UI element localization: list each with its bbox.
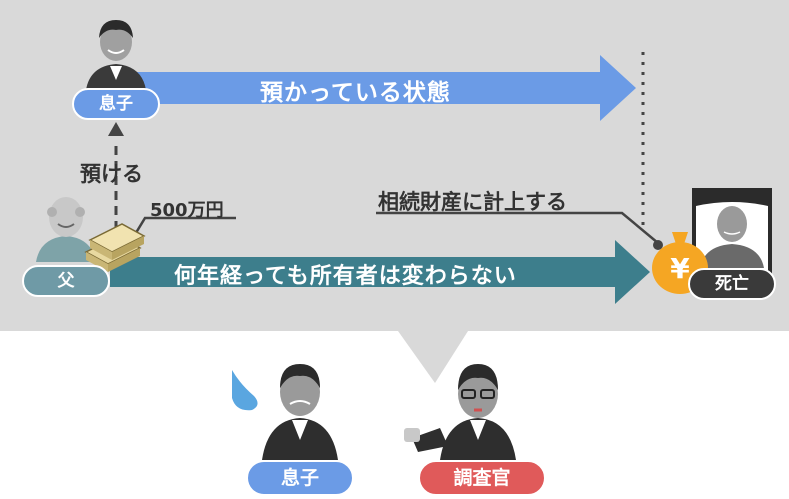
son-bottom-pill: 息子: [246, 460, 354, 496]
deceased-pill: 死亡: [688, 268, 776, 300]
father-pill: 父: [22, 265, 110, 297]
sweat-drop-icon: [232, 370, 258, 411]
deposit-label: 預ける: [80, 162, 143, 186]
amount-label: 500万円: [150, 200, 224, 221]
inherit-callout-dot: [653, 240, 663, 250]
deceased-portrait-icon: [692, 188, 772, 274]
son-bottom-worried-icon: [262, 364, 338, 460]
deposit-arrowhead: [108, 122, 124, 136]
bottom-arrow: [110, 240, 650, 304]
investigator-pill: 調査官: [418, 460, 546, 496]
inherit-note-label: 相続財産に計上する: [378, 190, 567, 214]
money-bag-symbol: ¥: [670, 252, 690, 285]
speech-bubble-tail: [398, 331, 468, 383]
top-arrow-label: 預かっている状態: [260, 80, 451, 106]
son-top-icon: [86, 20, 146, 90]
father-icon: [36, 197, 96, 262]
top-arrow: [118, 55, 636, 121]
inherit-callout-line: [376, 211, 659, 244]
bottom-arrow-label: 何年経っても所有者は変わらない: [174, 264, 517, 289]
amount-callout-line: [126, 216, 236, 247]
son-top-pill: 息子: [72, 88, 160, 120]
investigator-icon: [404, 364, 516, 460]
